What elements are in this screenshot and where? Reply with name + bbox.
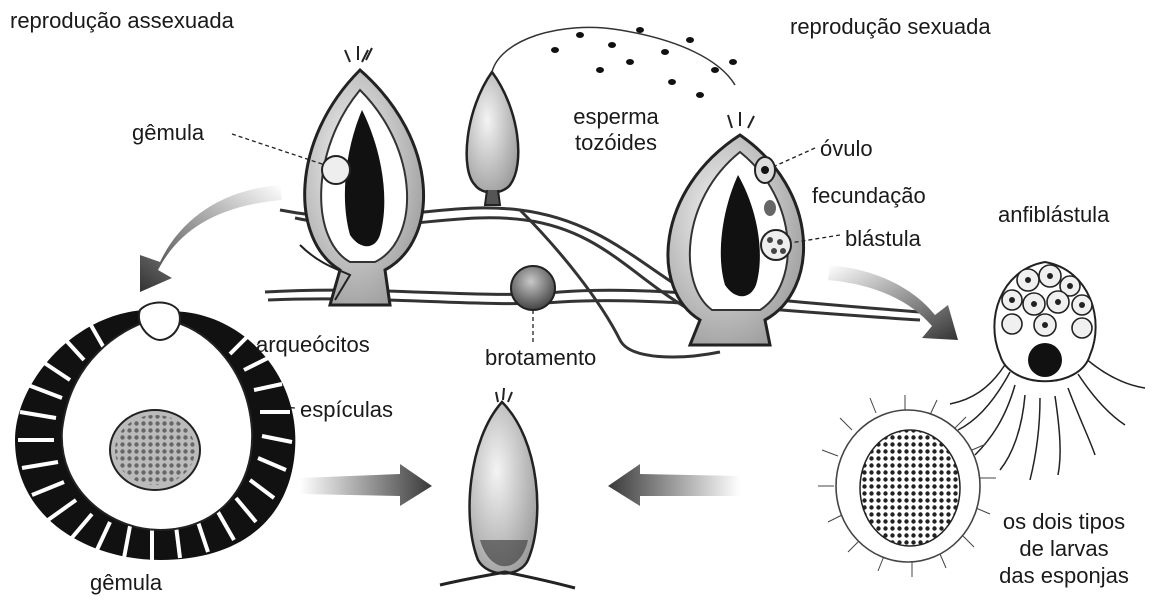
zygote-icon — [764, 200, 776, 216]
fertilization-label: fecundação — [812, 183, 926, 209]
gemmule-label-top: gêmula — [132, 120, 204, 146]
larvae-caption-line1: os dois tipos — [964, 508, 1164, 535]
spermatozoa-label-line1: esperma — [566, 104, 666, 130]
arrow-larva-to-juvenile-icon — [608, 464, 740, 506]
spermatozoa-label: esperma tozóides — [566, 104, 666, 156]
adult-sponge-left — [300, 46, 424, 305]
arrow-to-gemmule-icon — [140, 185, 282, 292]
larvae-caption-line3: das esponjas — [964, 562, 1164, 589]
sexual-reproduction-title: reprodução sexuada — [790, 14, 991, 40]
gemmule-label-bottom: gêmula — [90, 570, 162, 596]
ovum-label: óvulo — [820, 136, 873, 162]
gemmule-bud-icon — [322, 156, 350, 184]
spicules-label: espículas — [300, 397, 393, 423]
larvae-caption: os dois tipos de larvas das esponjas — [964, 508, 1164, 589]
arrow-to-larvae-icon — [828, 265, 958, 340]
juvenile-sponge — [440, 388, 575, 588]
blastula-label: blástula — [845, 226, 921, 252]
arrow-gemmule-to-juvenile-icon — [300, 464, 432, 506]
gemmule-illustration — [15, 303, 295, 561]
asexual-reproduction-title: reprodução assexuada — [10, 8, 234, 34]
blastula-icon — [761, 230, 791, 260]
larvae-caption-line2: de larvas — [964, 535, 1164, 562]
spermatozoa-group — [551, 27, 737, 98]
bud-sphere — [511, 266, 555, 310]
archaeocytes-label: arqueócitos — [256, 332, 370, 358]
budding-label: brotamento — [485, 345, 596, 371]
spermatozoa-label-line2: tozóides — [566, 130, 666, 156]
amphiblastula-label: anfiblástula — [998, 202, 1109, 228]
